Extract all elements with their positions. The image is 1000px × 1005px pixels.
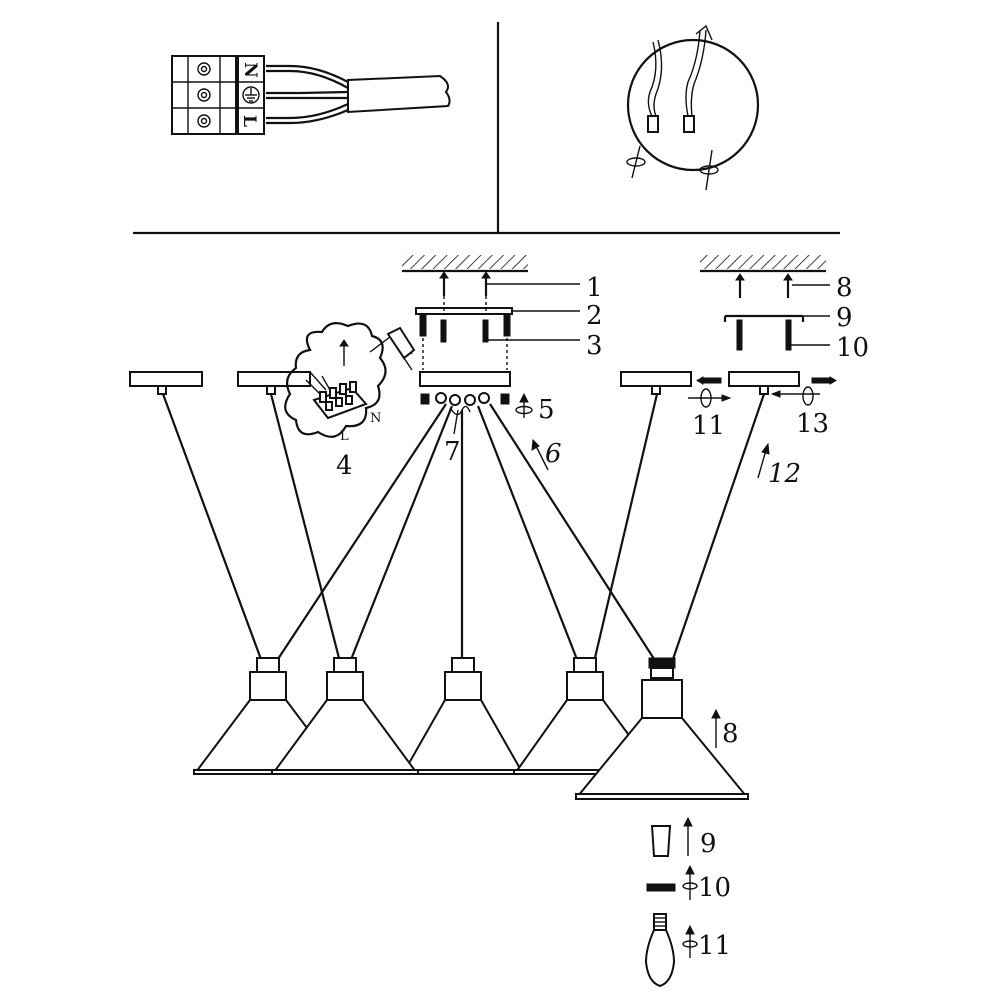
wire-nut-icon [647, 115, 659, 133]
live-label: L [239, 115, 259, 127]
callout-11-bulb: 11 [698, 931, 731, 961]
inset-live-label: L [340, 429, 349, 444]
callout-2: 2 [586, 301, 603, 331]
pendant-shade-exploded [575, 657, 749, 800]
terminal-block-panel: N L [171, 55, 451, 135]
ceiling-right [700, 255, 826, 273]
callout-5: 5 [538, 395, 555, 425]
inset-circle [626, 38, 760, 172]
callout-8-shade: 8 [722, 719, 739, 749]
pendant-shade [401, 657, 525, 775]
inset-terminal-detail: N L [284, 321, 416, 444]
suspension-cables [161, 393, 766, 663]
wire-connector-inset [626, 24, 760, 191]
canopy-plate [237, 371, 311, 387]
light-bulb-icon [644, 913, 676, 988]
callout-13: 13 [796, 409, 829, 439]
socket-ring-icon [650, 825, 672, 857]
callout-9-ring: 9 [700, 829, 717, 859]
ceiling-center [402, 255, 528, 273]
callout-6: 6 [545, 439, 562, 469]
callout-1: 1 [586, 273, 603, 303]
canopy-plate [728, 371, 800, 387]
callout-7: 7 [444, 437, 461, 467]
center-canopy-fittings [420, 392, 510, 435]
canopy-plates [129, 371, 800, 395]
callout-12: 12 [768, 459, 801, 489]
callout-10: 10 [836, 333, 869, 363]
pendant-shades [193, 657, 749, 800]
callout-11: 11 [692, 411, 725, 441]
callout-labels: 1 2 3 4 5 6 7 8 9 10 11 12 13 8 9 10 11 [336, 273, 869, 961]
wire-nut-icon [683, 115, 695, 133]
callout-10-nut: 10 [698, 873, 731, 903]
callout-3: 3 [586, 331, 603, 361]
callout-4: 4 [336, 451, 353, 481]
terminal-screw-icon [197, 62, 211, 128]
neutral-label: N [240, 62, 260, 78]
right-mounting-hardware [723, 273, 830, 351]
pendant-shade [271, 657, 419, 775]
side-screw-fittings [688, 376, 837, 408]
earth-ground-icon [242, 86, 260, 104]
direction-arrow-icon [515, 392, 770, 479]
power-cable [266, 64, 451, 125]
inset-neutral-label: N [370, 411, 381, 426]
canopy-plate [620, 371, 692, 387]
mounting-bracket [415, 307, 513, 315]
terminal-block-icon [312, 381, 368, 420]
terminal-block [171, 55, 237, 135]
center-canopy [419, 371, 511, 387]
canopy-plate [129, 371, 203, 387]
nut-washer-icon [646, 883, 676, 892]
callout-9: 9 [836, 303, 853, 333]
callout-8: 8 [836, 273, 853, 303]
center-mounting-hardware [415, 271, 580, 370]
exploded-parts [644, 708, 721, 988]
rotate-arrow-icon [626, 145, 719, 191]
ceiling-screw-icon [439, 271, 491, 296]
